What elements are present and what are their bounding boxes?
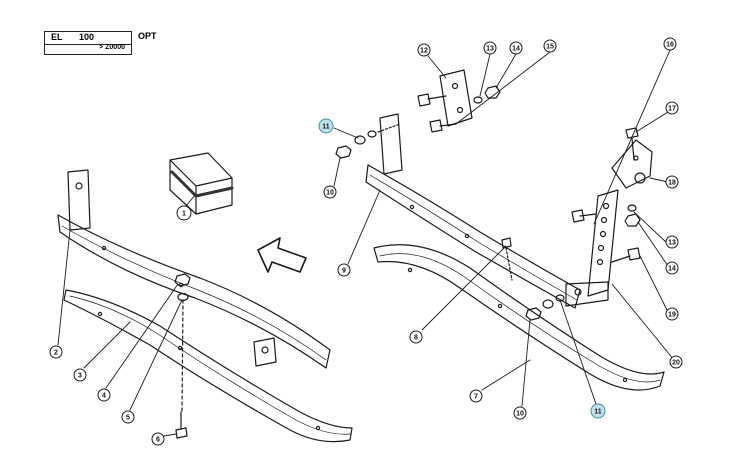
callout-17: 17 — [665, 101, 679, 115]
svg-text:19: 19 — [668, 312, 676, 319]
callout-4: 4 — [97, 388, 111, 402]
callout-3: 3 — [73, 368, 87, 382]
left-bolt — [175, 411, 188, 439]
washer-13-top — [473, 96, 483, 104]
callout-19: 19 — [665, 307, 679, 321]
callout-10a: 10 — [323, 185, 337, 199]
svg-text:16: 16 — [666, 42, 674, 49]
svg-text:6: 6 — [156, 437, 160, 444]
svg-text:2: 2 — [54, 350, 58, 357]
svg-text:15: 15 — [546, 44, 554, 51]
bracket-12 — [439, 69, 473, 127]
svg-text:1: 1 — [182, 211, 186, 218]
option-label: OPT — [138, 31, 157, 41]
svg-text:11: 11 — [322, 124, 330, 131]
svg-text:12: 12 — [420, 48, 428, 55]
bolt-15 — [429, 119, 457, 133]
svg-text:14: 14 — [512, 46, 520, 53]
svg-text:9: 9 — [342, 268, 346, 275]
svg-text:13: 13 — [486, 46, 494, 53]
bolt-12 — [417, 93, 447, 107]
bolt-17 — [625, 127, 639, 161]
left-upper-blade — [57, 214, 331, 369]
model-label: EL — [51, 32, 63, 42]
washer-13-right — [627, 204, 637, 212]
callout-14b: 14 — [665, 261, 679, 275]
model-number: 100 — [79, 32, 95, 42]
callout-8a: 8 — [409, 330, 423, 344]
right-upper-blade — [365, 164, 581, 309]
callout-14a: 14 — [509, 41, 523, 55]
bracket-18 — [611, 139, 653, 189]
svg-text:5: 5 — [126, 415, 130, 422]
nut-10-top — [335, 145, 352, 159]
nut-10-bottom — [525, 307, 542, 321]
svg-text:7: 7 — [474, 394, 478, 401]
callout-5: 5 — [121, 410, 135, 424]
bolt-19 — [611, 247, 641, 263]
svg-text:20: 20 — [672, 360, 680, 367]
svg-text:8: 8 — [414, 335, 418, 342]
callout-2: 2 — [49, 345, 63, 359]
callout-11b-highlighted: 11 — [590, 403, 606, 419]
svg-text:18: 18 — [668, 180, 676, 187]
right-lower-blade — [373, 244, 665, 391]
callout-10b: 10 — [513, 406, 527, 420]
svg-text:4: 4 — [102, 393, 106, 400]
callout-7: 7 — [469, 389, 483, 403]
svg-text:14: 14 — [668, 266, 676, 273]
callout-18: 18 — [665, 175, 679, 189]
callout-20: 20 — [669, 355, 683, 369]
callout-11a-highlighted: 11 — [318, 118, 334, 134]
callout-13b: 13 — [665, 235, 679, 249]
left-lower-blade — [63, 289, 353, 443]
model-row: EL 100 — [45, 32, 131, 45]
svg-text:11: 11 — [594, 409, 602, 416]
nut-14-top — [484, 85, 501, 99]
model-box: EL 100 > Z0000 — [44, 31, 132, 55]
right-mount-plate — [379, 113, 403, 175]
washer-11-bottom — [542, 299, 554, 309]
svg-text:17: 17 — [668, 106, 676, 113]
package-box — [169, 152, 233, 215]
washer-11-top — [354, 135, 366, 145]
direction-arrow — [257, 237, 307, 273]
svg-text:3: 3 — [78, 373, 82, 380]
callout-1: 1 — [176, 205, 192, 221]
callout-12: 12 — [417, 43, 431, 57]
svg-text:10: 10 — [516, 411, 524, 418]
svg-text:10: 10 — [326, 190, 334, 197]
callout-13a: 13 — [483, 41, 497, 55]
left-mount-plate — [67, 169, 91, 231]
callout-15: 15 — [543, 39, 557, 53]
left-rear-bracket — [253, 337, 277, 367]
callout-6: 6 — [151, 432, 165, 446]
serial-range: > Z0000 — [99, 44, 125, 51]
svg-text:13: 13 — [668, 240, 676, 247]
callout-9: 9 — [337, 263, 351, 277]
callout-16: 16 — [663, 37, 677, 51]
left-nut — [174, 273, 191, 287]
